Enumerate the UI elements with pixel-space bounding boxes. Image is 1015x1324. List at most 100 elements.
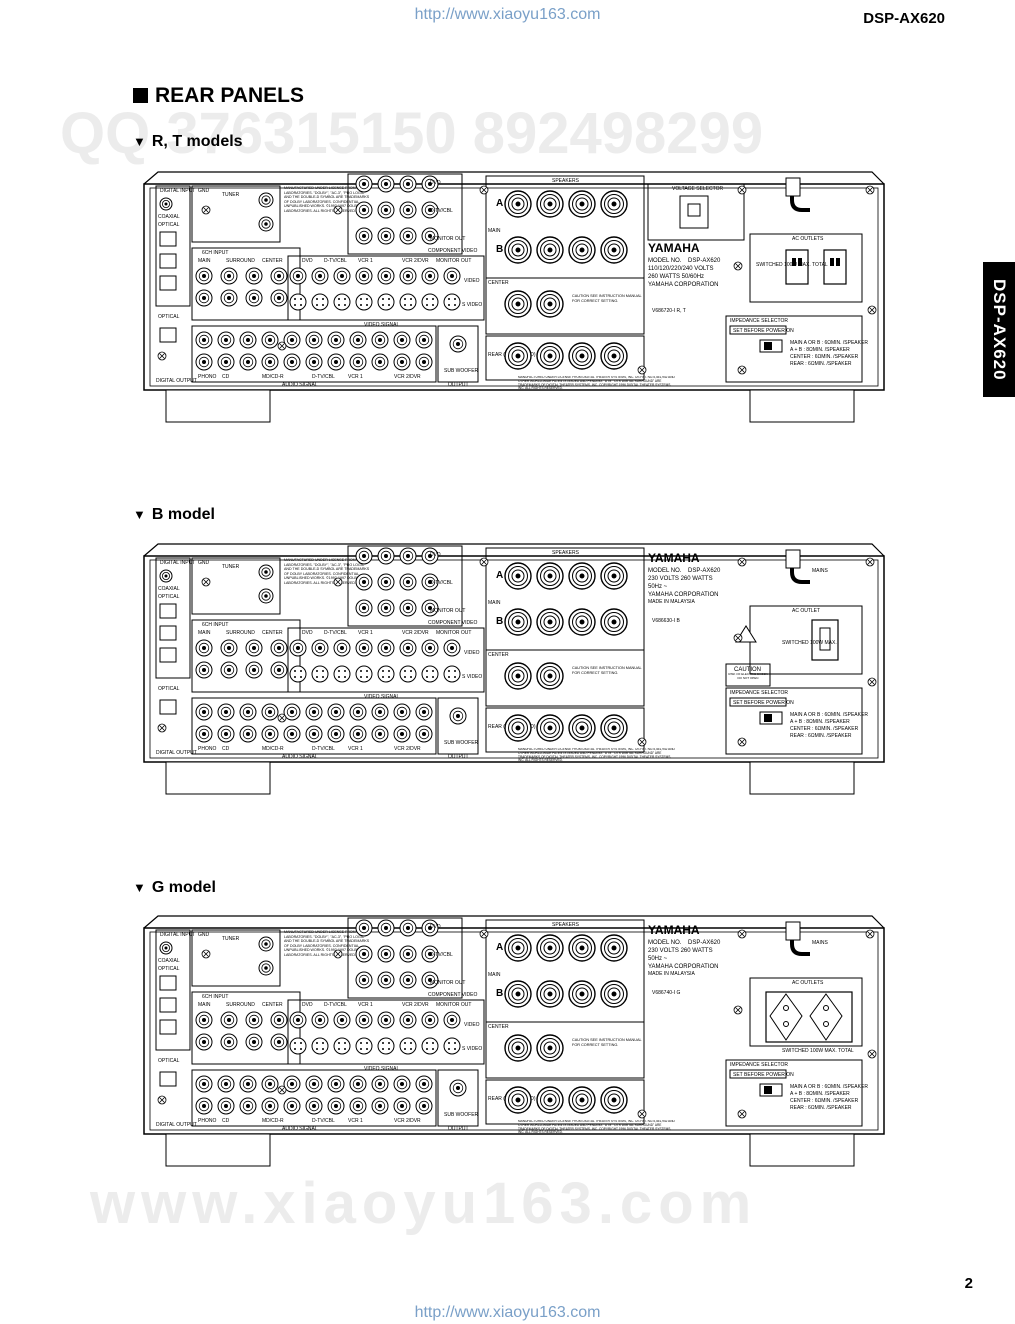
audio-jack[interactable] — [349, 331, 367, 349]
optical-port[interactable] — [159, 231, 177, 247]
s-video-jack[interactable] — [289, 1037, 307, 1055]
audio-jack[interactable] — [261, 1075, 279, 1093]
component-jack[interactable] — [377, 547, 395, 565]
audio-jack[interactable] — [261, 331, 279, 349]
component-jack[interactable] — [355, 175, 373, 193]
component-jack[interactable] — [377, 971, 395, 989]
center-terminal[interactable] — [504, 1034, 532, 1062]
six-ch-jack[interactable] — [245, 1011, 263, 1029]
rear-terminal[interactable] — [600, 714, 628, 742]
video-jack[interactable] — [377, 267, 395, 285]
component-jack[interactable] — [355, 227, 373, 245]
video-jack[interactable] — [377, 639, 395, 657]
s-video-jack[interactable] — [421, 665, 439, 683]
component-jack[interactable] — [421, 547, 439, 565]
audio-jack[interactable] — [393, 353, 411, 371]
audio-jack[interactable] — [217, 703, 235, 721]
six-ch-jack[interactable] — [270, 289, 288, 307]
component-jack[interactable] — [399, 971, 417, 989]
six-ch-jack[interactable] — [195, 289, 213, 307]
component-jack[interactable] — [355, 547, 373, 565]
component-jack[interactable] — [377, 945, 395, 963]
six-ch-jack[interactable] — [270, 267, 288, 285]
audio-jack[interactable] — [327, 1097, 345, 1115]
six-ch-jack[interactable] — [220, 267, 238, 285]
component-jack[interactable] — [399, 919, 417, 937]
audio-jack[interactable] — [393, 703, 411, 721]
six-ch-jack[interactable] — [245, 1033, 263, 1051]
component-jack[interactable] — [355, 599, 373, 617]
component-jack[interactable] — [421, 227, 439, 245]
optical-port[interactable] — [159, 253, 177, 269]
video-jack[interactable] — [311, 639, 329, 657]
audio-jack[interactable] — [305, 703, 323, 721]
audio-jack[interactable] — [371, 703, 389, 721]
s-video-jack[interactable] — [443, 1037, 461, 1055]
audio-jack[interactable] — [217, 1097, 235, 1115]
s-video-jack[interactable] — [443, 665, 461, 683]
component-jack[interactable] — [421, 971, 439, 989]
audio-jack[interactable] — [261, 353, 279, 371]
component-jack[interactable] — [377, 573, 395, 591]
audio-jack[interactable] — [283, 1097, 301, 1115]
optical-port[interactable] — [159, 997, 177, 1013]
audio-jack[interactable] — [415, 725, 433, 743]
rear-terminal[interactable] — [536, 714, 564, 742]
s-video-jack[interactable] — [289, 293, 307, 311]
rear-terminal[interactable] — [568, 1086, 596, 1114]
antenna-jack[interactable] — [258, 936, 274, 952]
audio-jack[interactable] — [217, 1075, 235, 1093]
audio-jack[interactable] — [415, 703, 433, 721]
ac-outlet-socket[interactable] — [823, 249, 847, 285]
speaker-b-terminal[interactable] — [536, 236, 564, 264]
audio-jack[interactable] — [305, 1097, 323, 1115]
component-jack[interactable] — [399, 599, 417, 617]
six-ch-jack[interactable] — [220, 289, 238, 307]
component-jack[interactable] — [399, 573, 417, 591]
s-video-jack[interactable] — [355, 293, 373, 311]
six-ch-jack[interactable] — [195, 267, 213, 285]
component-jack[interactable] — [399, 547, 417, 565]
optical-port[interactable] — [159, 1019, 177, 1035]
center-terminal[interactable] — [536, 290, 564, 318]
audio-jack[interactable] — [305, 331, 323, 349]
audio-jack[interactable] — [349, 353, 367, 371]
rear-terminal[interactable] — [536, 1086, 564, 1114]
header-url[interactable]: http://www.xiaoyu163.com — [414, 6, 601, 23]
component-jack[interactable] — [399, 175, 417, 193]
component-jack[interactable] — [399, 201, 417, 219]
six-ch-jack[interactable] — [270, 1011, 288, 1029]
audio-jack[interactable] — [415, 353, 433, 371]
audio-jack[interactable] — [239, 1097, 257, 1115]
audio-jack[interactable] — [261, 1097, 279, 1115]
antenna-jack[interactable] — [258, 588, 274, 604]
audio-jack[interactable] — [239, 1075, 257, 1093]
s-video-jack[interactable] — [311, 665, 329, 683]
footer-url[interactable]: http://www.xiaoyu163.com — [414, 1304, 601, 1321]
audio-jack[interactable] — [195, 725, 213, 743]
audio-jack[interactable] — [217, 331, 235, 349]
audio-jack[interactable] — [283, 331, 301, 349]
audio-jack[interactable] — [327, 703, 345, 721]
speaker-a-terminal[interactable] — [536, 190, 564, 218]
video-jack[interactable] — [399, 1011, 417, 1029]
component-jack[interactable] — [421, 175, 439, 193]
audio-jack[interactable] — [327, 725, 345, 743]
center-terminal[interactable] — [536, 1034, 564, 1062]
six-ch-jack[interactable] — [245, 289, 263, 307]
speaker-a-terminal[interactable] — [600, 562, 628, 590]
video-jack[interactable] — [421, 267, 439, 285]
audio-jack[interactable] — [327, 1075, 345, 1093]
speaker-a-terminal[interactable] — [536, 934, 564, 962]
speaker-a-terminal[interactable] — [600, 934, 628, 962]
center-terminal[interactable] — [504, 290, 532, 318]
audio-jack[interactable] — [349, 1097, 367, 1115]
audio-jack[interactable] — [239, 331, 257, 349]
audio-jack[interactable] — [415, 331, 433, 349]
video-jack[interactable] — [289, 267, 307, 285]
component-jack[interactable] — [399, 227, 417, 245]
component-jack[interactable] — [355, 971, 373, 989]
audio-jack[interactable] — [195, 353, 213, 371]
six-ch-jack[interactable] — [245, 661, 263, 679]
rear-terminal[interactable] — [600, 1086, 628, 1114]
